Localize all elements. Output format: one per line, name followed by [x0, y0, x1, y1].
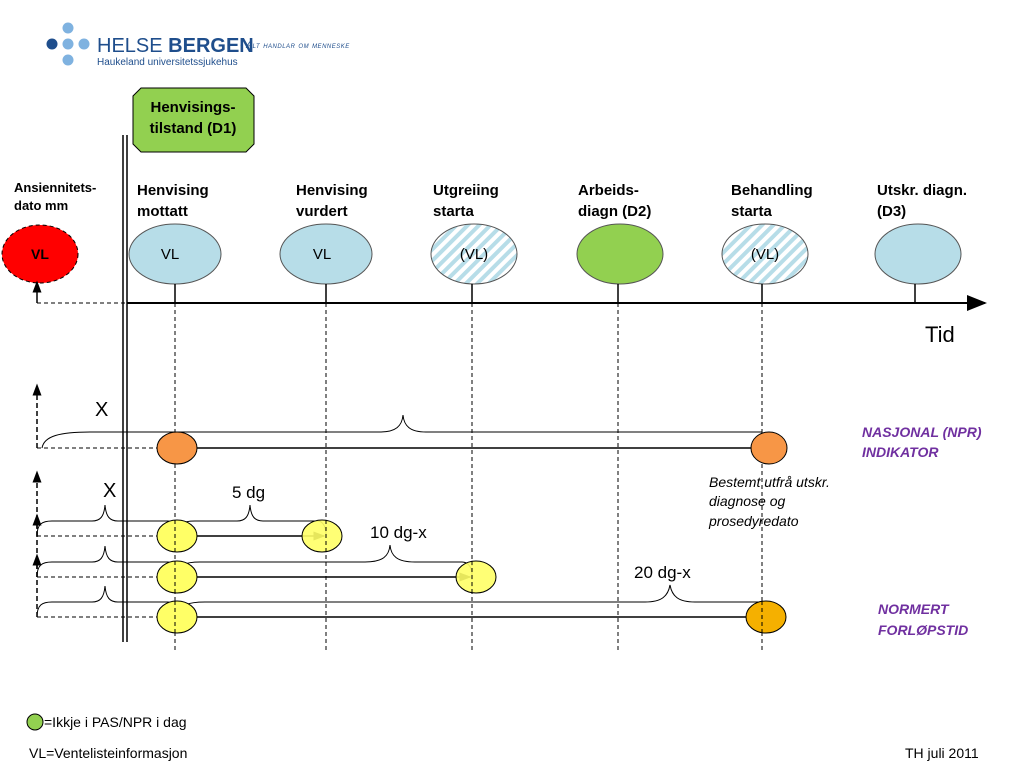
- stage-henvising-mottatt: Henvising mottatt VL: [128, 182, 222, 303]
- logo: HELSE BERGEN Haukeland universitetssjuke…: [46, 22, 350, 68]
- svg-text:dato mm: dato mm: [14, 198, 68, 213]
- svg-text:Ansiennitets-: Ansiennitets-: [14, 180, 96, 195]
- legend: =Ikkje i PAS/NPR i dag VL=Ventelisteinfo…: [26, 713, 187, 761]
- svg-text:VL: VL: [161, 246, 179, 263]
- stage-arbeidsdiagn-d2: Arbeids- diagn (D2): [576, 182, 664, 303]
- logo-brand: HELSE BERGEN: [97, 35, 254, 57]
- state-box-d1: Henvisings- tilstand (D1): [132, 87, 255, 153]
- svg-text:starta: starta: [433, 203, 475, 220]
- interval-5dg: 5 dg: [232, 483, 265, 502]
- logo-dot-icon: [62, 22, 74, 34]
- svg-text:(VL): (VL): [751, 246, 779, 263]
- stage-utskr-diagn-d3: Utskr. diagn. (D3): [874, 182, 967, 303]
- npr-note: Bestemt utfrå utskr. diagnose og prosedy…: [708, 474, 830, 529]
- green-dot-icon: [26, 713, 44, 731]
- seniority-marker: Ansiennitets- dato mm VL: [1, 180, 127, 304]
- svg-text:diagn (D2): diagn (D2): [578, 203, 651, 220]
- svg-text:VL: VL: [31, 246, 49, 262]
- x-label: X: [95, 399, 108, 421]
- logo-dot-icon: [62, 38, 74, 50]
- svg-text:Henvisings-: Henvisings-: [150, 99, 235, 116]
- svg-text:Utskr. diagn.: Utskr. diagn.: [877, 182, 967, 199]
- svg-text:(D3): (D3): [877, 203, 906, 220]
- logo-dot-icon: [62, 54, 74, 66]
- normert-rows: X: [32, 470, 787, 634]
- svg-text:(VL): (VL): [460, 246, 488, 263]
- interval-20dg: 20 dg-x: [634, 563, 691, 582]
- svg-text:Arbeids-: Arbeids-: [578, 182, 639, 199]
- svg-text:NORMERT: NORMERT: [878, 601, 950, 617]
- svg-text:INDIKATOR: INDIKATOR: [862, 444, 939, 460]
- logo-dot-icon: [46, 38, 58, 50]
- svg-text:tilstand (D1): tilstand (D1): [150, 120, 237, 137]
- normert-label: NORMERT FORLØPSTID: [878, 601, 968, 638]
- svg-text:mottatt: mottatt: [137, 203, 188, 220]
- interval-10dg: 10 dg-x: [370, 523, 427, 542]
- svg-text:vurdert: vurdert: [296, 203, 348, 220]
- stage-henvising-vurdert: Henvising vurdert VL: [279, 182, 373, 303]
- svg-text:FORLØPSTID: FORLØPSTID: [878, 622, 968, 638]
- svg-text:NASJONAL (NPR): NASJONAL (NPR): [862, 424, 982, 440]
- svg-text:Behandling: Behandling: [731, 182, 813, 199]
- svg-text:Henvising: Henvising: [137, 182, 209, 199]
- svg-text:VL: VL: [313, 246, 331, 263]
- footer: TH juli 2011: [905, 745, 979, 761]
- logo-dot-icon: [78, 38, 90, 50]
- svg-text:Henvising: Henvising: [296, 182, 368, 199]
- logo-tagline: - Alt handlar om menneske: [240, 40, 350, 50]
- stage-utgreiing-starta: Utgreiing starta (VL): [430, 182, 518, 303]
- svg-text:starta: starta: [731, 203, 773, 220]
- npr-indicator-row: X: [32, 383, 788, 465]
- svg-text:=Ikkje i PAS/NPR i dag: =Ikkje i PAS/NPR i dag: [44, 714, 187, 730]
- stage-behandling-starta: Behandling starta (VL): [721, 182, 813, 303]
- time-axis-label: Tid: [925, 322, 955, 347]
- x-label: X: [103, 480, 116, 502]
- npr-indicator-label: NASJONAL (NPR) INDIKATOR: [862, 424, 982, 460]
- svg-text:VL=Ventelisteinformasjon: VL=Ventelisteinformasjon: [29, 745, 187, 761]
- logo-subtitle: Haukeland universitetssjukehus: [97, 57, 238, 68]
- svg-text:diagnose og: diagnose og: [709, 493, 786, 509]
- stage-guides: [174, 303, 763, 650]
- svg-text:Utgreiing: Utgreiing: [433, 182, 499, 199]
- svg-text:prosedyredato: prosedyredato: [708, 513, 799, 529]
- svg-text:Bestemt utfrå utskr.: Bestemt utfrå utskr.: [709, 474, 830, 490]
